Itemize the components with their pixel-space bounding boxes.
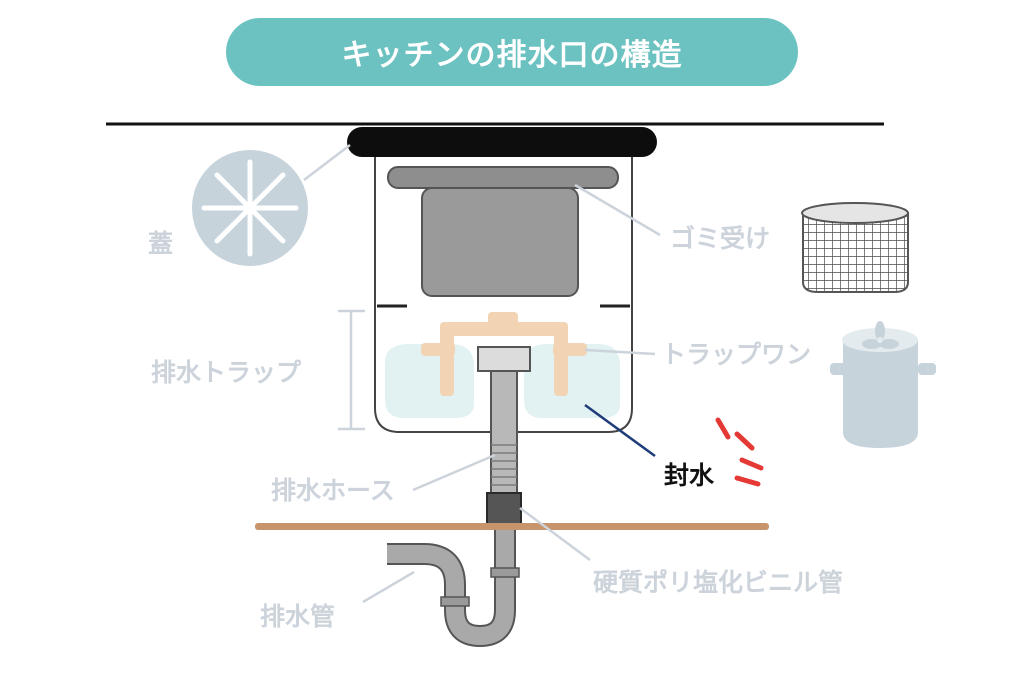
label-trap-bowl: トラップワン: [661, 340, 812, 369]
label-drain-pipe: 排水管: [260, 602, 336, 631]
label-pvc-pipe: 硬質ポリ塩化ビニル管: [593, 568, 844, 597]
emphasis-marks: [715, 417, 764, 487]
basket-rim: [387, 166, 619, 189]
drain-rim: [347, 127, 657, 157]
hose-connector: [486, 492, 522, 526]
water-seal-leader: [584, 403, 656, 458]
lid-icon: [192, 150, 308, 266]
label-drain-trap: 排水トラップ: [151, 358, 302, 387]
hose-head: [477, 346, 531, 372]
label-lid: 蓋: [148, 229, 174, 258]
label-drain-hose: 排水ホース: [271, 476, 395, 505]
label-trash-basket: ゴミ受け: [670, 224, 771, 253]
pipe-joint-1: [490, 567, 520, 578]
floor-board: [255, 523, 769, 530]
pipe-joint-2: [440, 596, 470, 607]
label-water-seal: 封水: [664, 461, 715, 490]
hose-ribs: [491, 444, 517, 486]
basket-mesh-icon: [801, 202, 909, 293]
page-title: キッチンの排水口の構造: [226, 18, 798, 86]
drain-hose: [490, 370, 518, 494]
water-seal-right: [524, 344, 620, 418]
basket-body: [421, 187, 579, 297]
drain-pipe-fill: [387, 530, 514, 646]
trap-bowl: [421, 312, 587, 396]
leader-lines: [303, 144, 661, 604]
drain-trap-bracket: [338, 309, 365, 431]
trap-bowl-icon: [830, 321, 936, 448]
